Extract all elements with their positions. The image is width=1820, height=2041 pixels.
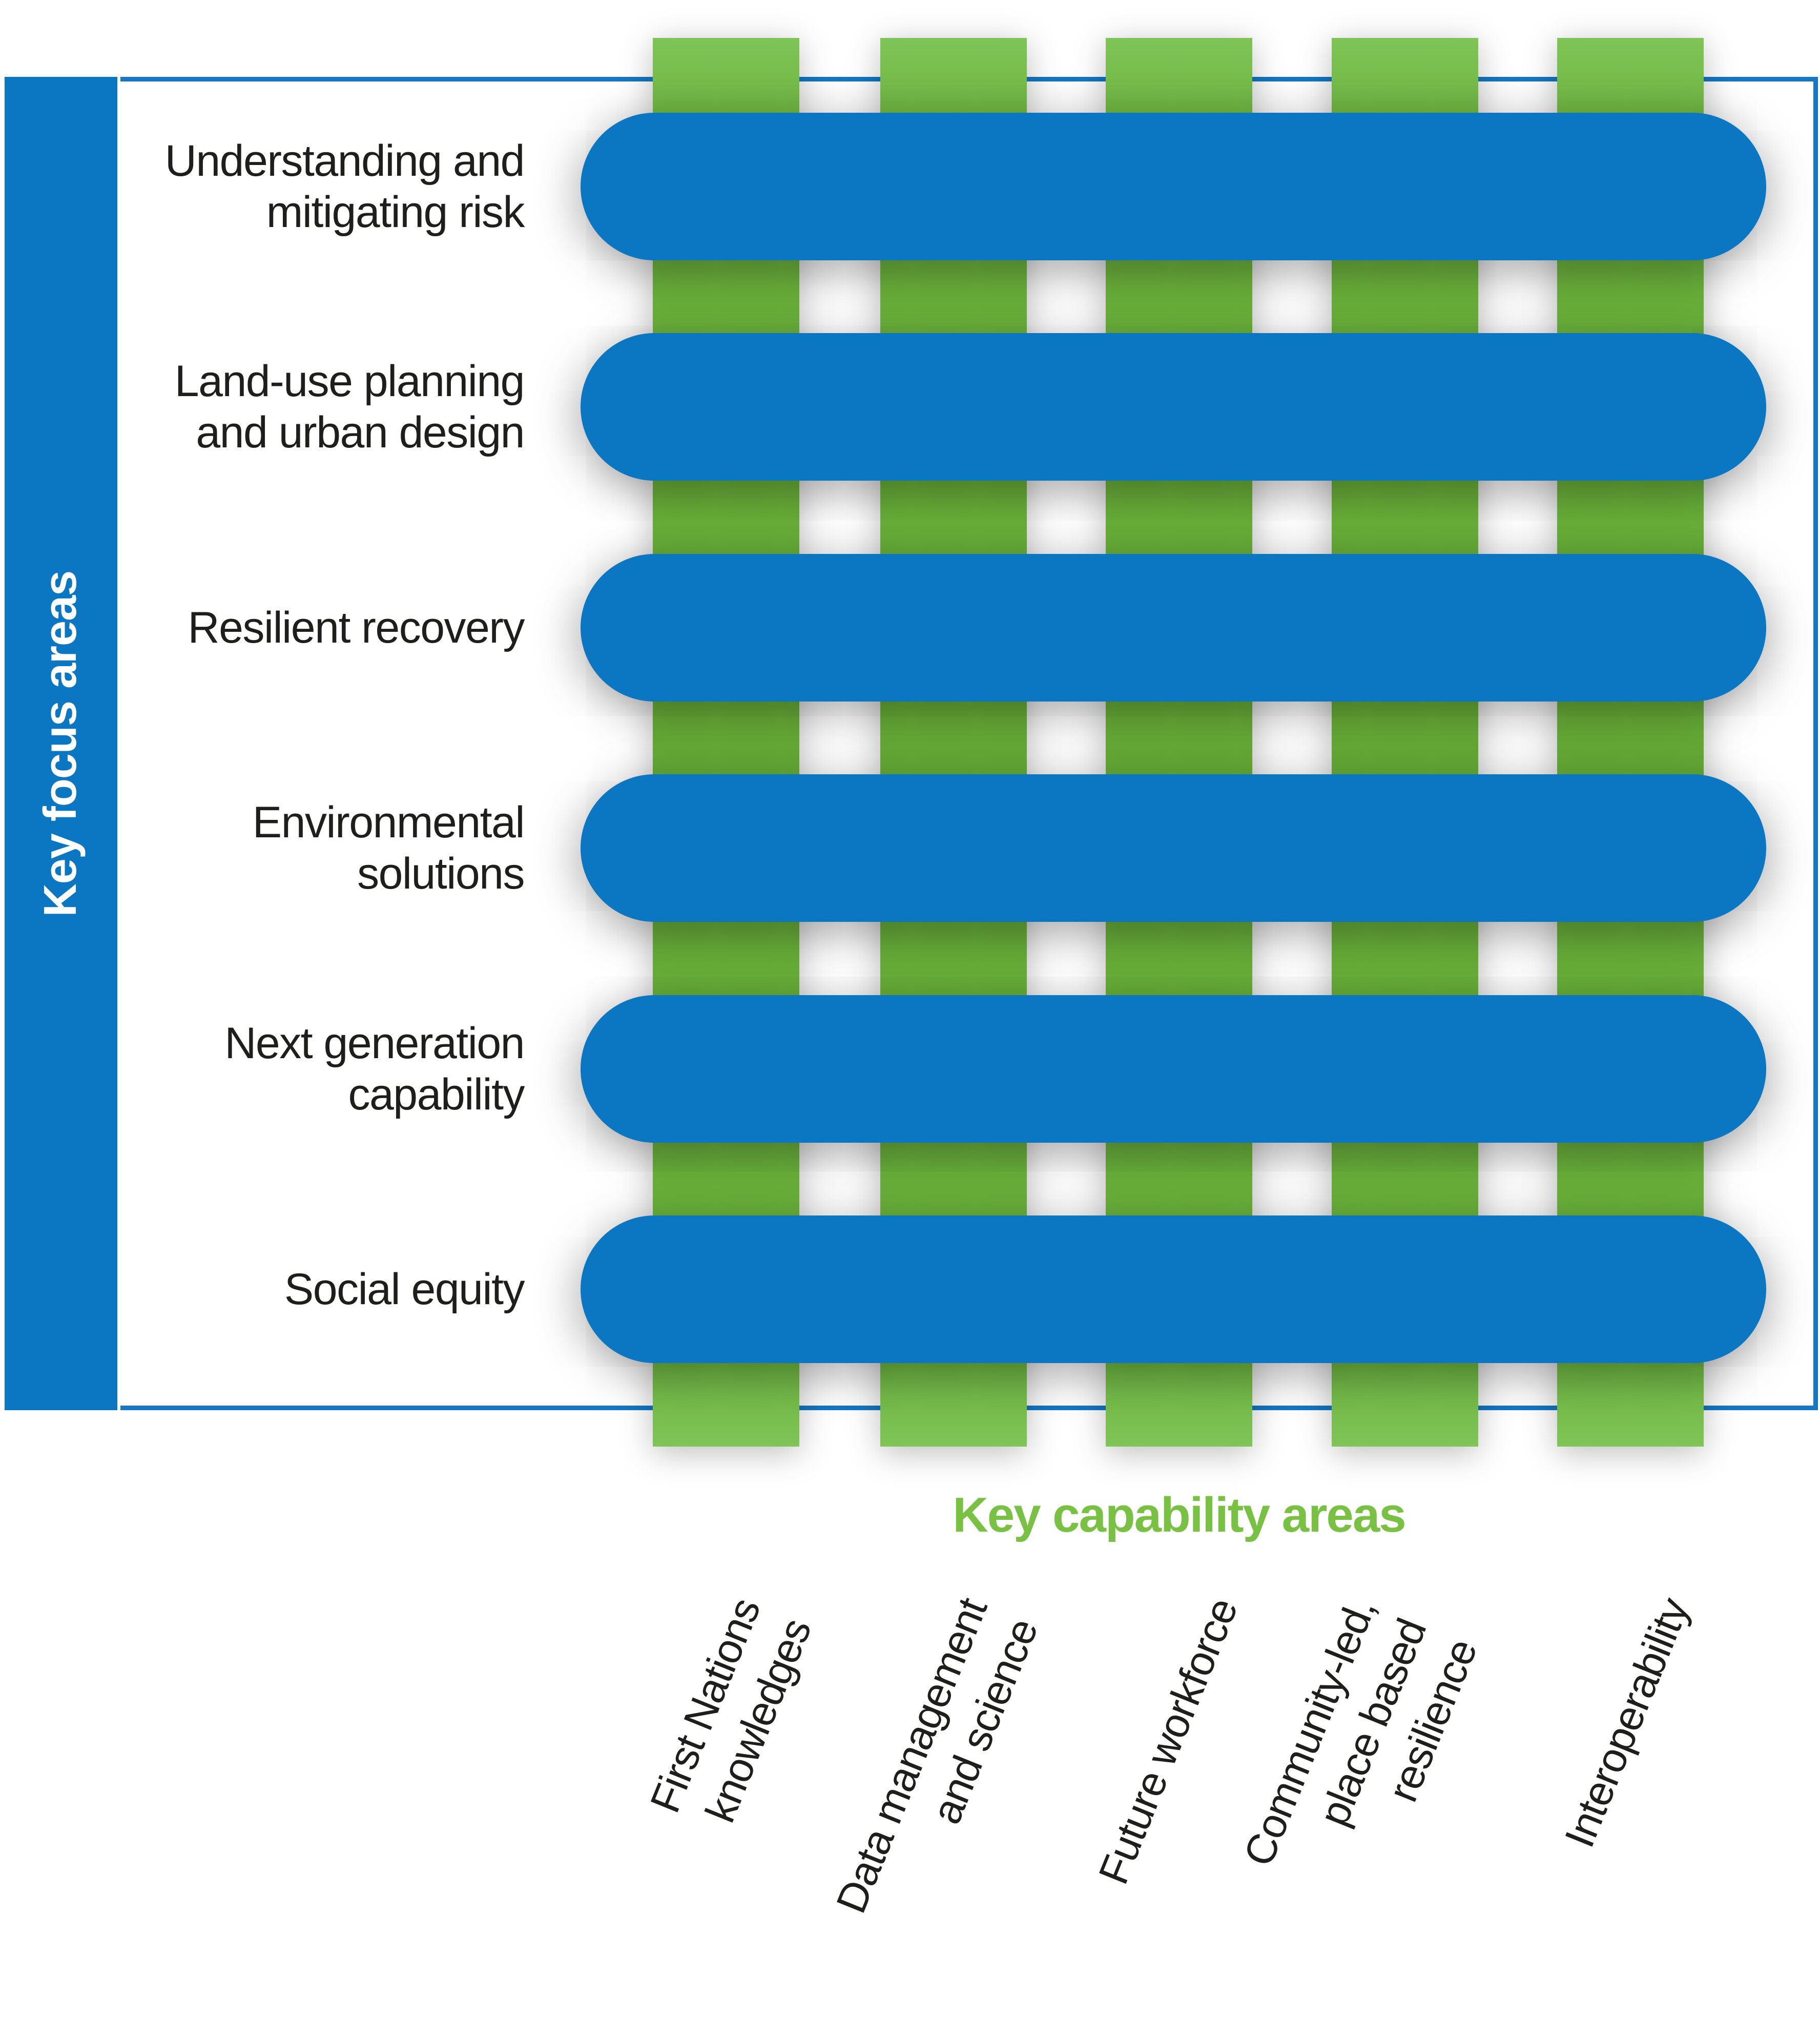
key-capability-areas-axis-title: Key capability areas <box>953 1488 1406 1542</box>
capability-bar-data-management-and-science <box>880 38 1027 1447</box>
capability-area-label-interoperability: Interoperability <box>1556 1592 1698 1854</box>
capability-bar-first-nations-knowledges <box>653 38 799 1447</box>
capability-area-label-first-nations-knowledges: First Nations knowledges <box>642 1592 820 1829</box>
focus-pill-social-equity <box>581 1215 1766 1363</box>
focus-area-label-environmental-solutions: Environmental solutions <box>252 798 525 898</box>
capability-bar-community-led-place-based-resilience <box>1332 38 1478 1447</box>
focus-area-label-next-generation-capability: Next generation capability <box>224 1019 525 1119</box>
focus-area-label-resilient-recovery: Resilient recovery <box>188 603 525 652</box>
focus-pill-understanding-and-mitigating-risk <box>581 113 1766 260</box>
focus-pill-resilient-recovery <box>581 554 1766 702</box>
focus-area-label-understanding-and-mitigating-risk: Understanding and mitigating risk <box>164 136 525 237</box>
focus-area-label-land-use-planning-and-urban-design: Land-use planning and urban design <box>174 357 525 457</box>
focus-pill-environmental-solutions <box>581 774 1766 922</box>
focus-pill-next-generation-capability <box>581 995 1766 1143</box>
focus-area-label-social-equity: Social equity <box>284 1265 525 1314</box>
focus-pill-land-use-planning-and-urban-design <box>581 333 1766 481</box>
capability-area-label-community-led-place-based-resilience: Community-led, place based resilience <box>1235 1592 1486 1872</box>
key-focus-areas-axis-label: Key focus areas <box>35 570 87 917</box>
capability-bar-interoperability <box>1557 38 1704 1447</box>
capability-area-label-future-workforce: Future workforce <box>1089 1592 1247 1891</box>
key-focus-areas-axis-bar: Key focus areas <box>5 77 117 1410</box>
capability-bar-future-workforce <box>1106 38 1252 1447</box>
capability-area-label-data-management-and-science: Data management and science <box>828 1592 1047 1920</box>
